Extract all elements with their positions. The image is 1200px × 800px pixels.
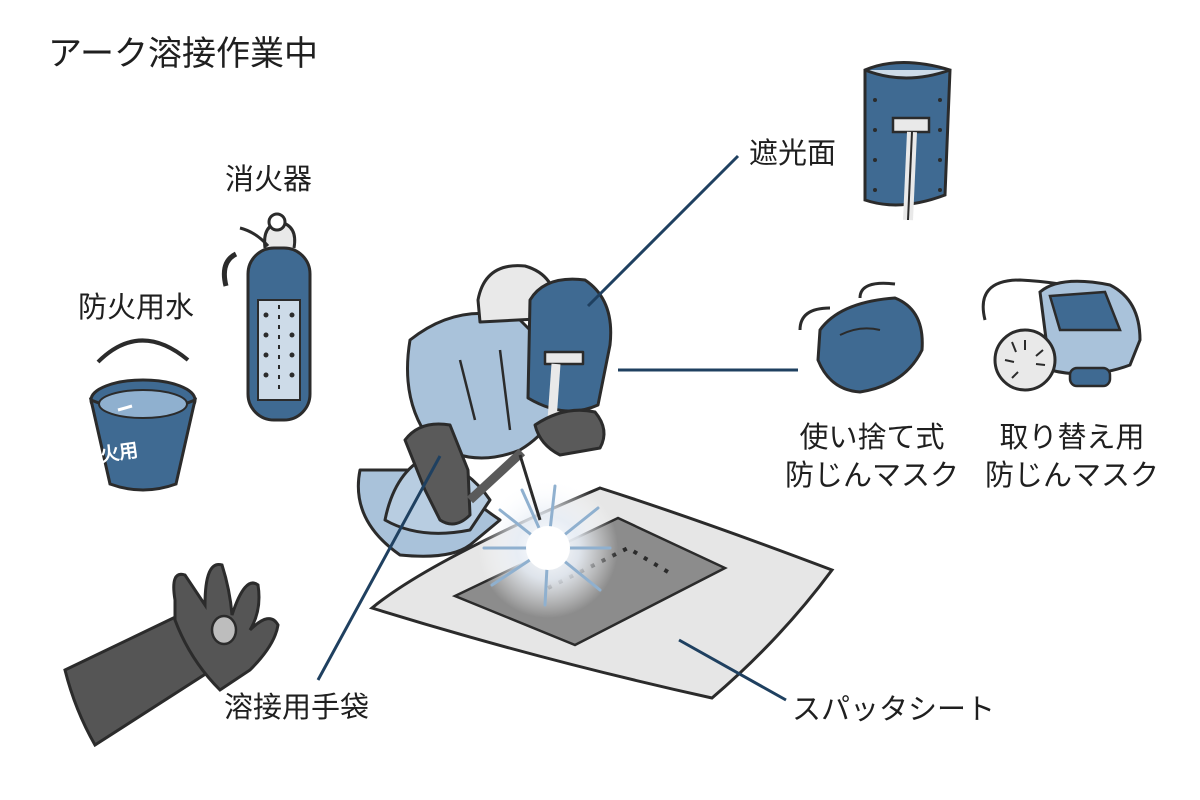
leader-spatter-sheet xyxy=(678,638,787,702)
label-replaceable-mask-line2: 防じんマスク xyxy=(984,458,1159,492)
disposable-mask xyxy=(798,281,924,394)
label-disposable-mask-line2: 防じんマスク xyxy=(784,458,959,492)
label-disposable-mask: 使い捨て式 防じんマスク xyxy=(780,418,964,494)
welding-spark xyxy=(478,478,618,618)
bucket-marking: 火用 xyxy=(98,439,140,467)
welding-glove xyxy=(63,563,280,748)
label-face-shield: 遮光面 xyxy=(749,136,837,170)
label-disposable-mask-line1: 使い捨て式 xyxy=(799,420,945,454)
label-welding-gloves: 溶接用手袋 xyxy=(224,690,370,724)
label-replaceable-mask: 取り替え用 防じんマスク xyxy=(980,418,1164,494)
welder-figure xyxy=(356,264,613,558)
leader-face-shield xyxy=(586,154,740,308)
fire-bucket xyxy=(88,338,198,492)
label-spatter-sheet: スパッタシート xyxy=(792,692,996,726)
page-title: アーク溶接作業中 xyxy=(48,34,318,74)
label-replaceable-mask-line1: 取り替え用 xyxy=(999,420,1145,454)
leader-gloves xyxy=(316,455,442,681)
replaceable-mask xyxy=(981,278,1142,392)
leader-lines xyxy=(316,154,798,702)
label-fire-bucket: 防火用水 xyxy=(78,290,195,324)
label-fire-extinguisher: 消火器 xyxy=(225,162,313,196)
fire-extinguisher xyxy=(221,212,312,422)
face-shield-item xyxy=(863,61,952,221)
